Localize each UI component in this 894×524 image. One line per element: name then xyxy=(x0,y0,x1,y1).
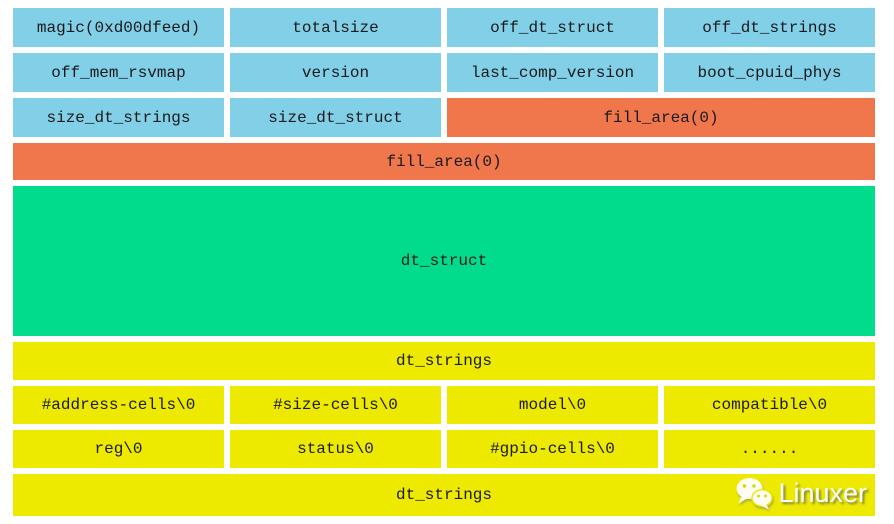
string-ellipsis: ...... xyxy=(664,430,875,468)
string-address-cells: #address-cells\0 xyxy=(13,386,224,424)
fill-area-bar: fill_area(0) xyxy=(13,143,875,180)
header-row-2: off_mem_rsvmap version last_comp_version… xyxy=(13,53,875,92)
field-size-dt-struct: size_dt_struct xyxy=(230,98,441,137)
string-status: status\0 xyxy=(230,430,441,468)
field-off-mem-rsvmap: off_mem_rsvmap xyxy=(13,53,224,92)
header-row-1: magic(0xd00dfeed) totalsize off_dt_struc… xyxy=(13,8,875,47)
field-off-dt-struct: off_dt_struct xyxy=(447,8,658,47)
string-model: model\0 xyxy=(447,386,658,424)
dt-strings-footer-bar: dt_strings xyxy=(13,474,875,516)
dtb-layout-diagram: magic(0xd00dfeed) totalsize off_dt_struc… xyxy=(13,8,875,516)
header-row-3: size_dt_strings size_dt_struct fill_area… xyxy=(13,98,875,137)
field-size-dt-strings: size_dt_strings xyxy=(13,98,224,137)
strings-row-1: #address-cells\0 #size-cells\0 model\0 c… xyxy=(13,386,875,424)
string-reg: reg\0 xyxy=(13,430,224,468)
field-last-comp-version: last_comp_version xyxy=(447,53,658,92)
fill-area-span-cell: fill_area(0) xyxy=(447,98,875,137)
dt-struct-block: dt_struct xyxy=(13,186,875,336)
field-version: version xyxy=(230,53,441,92)
string-size-cells: #size-cells\0 xyxy=(230,386,441,424)
string-gpio-cells: #gpio-cells\0 xyxy=(447,430,658,468)
field-totalsize: totalsize xyxy=(230,8,441,47)
string-compatible: compatible\0 xyxy=(664,386,875,424)
dt-strings-header-bar: dt_strings xyxy=(13,342,875,380)
field-boot-cpuid-phys: boot_cpuid_phys xyxy=(664,53,875,92)
field-off-dt-strings: off_dt_strings xyxy=(664,8,875,47)
field-magic: magic(0xd00dfeed) xyxy=(13,8,224,47)
strings-row-2: reg\0 status\0 #gpio-cells\0 ...... xyxy=(13,430,875,468)
